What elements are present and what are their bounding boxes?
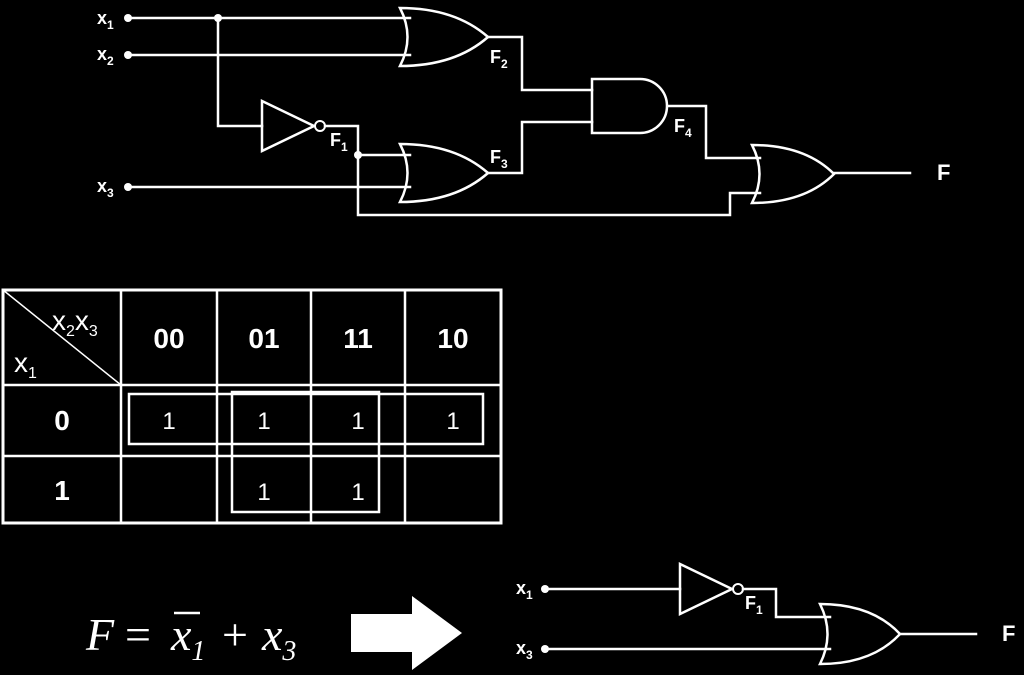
kmap-cell: 1 — [351, 408, 364, 435]
wire-f1-to-or3 — [356, 153, 762, 217]
kmap-col-header: 00 — [153, 323, 184, 354]
equation-lhs: F — [85, 609, 115, 660]
kmap-cell: 1 — [257, 479, 270, 506]
kmap-cell: 1 — [446, 408, 459, 435]
wire-f4 — [666, 104, 762, 160]
kmap-col-header: 01 — [248, 323, 279, 354]
node-f1-label: F1 — [330, 130, 348, 154]
not-gate-1 — [260, 99, 317, 153]
input-x1-label: x1 — [97, 8, 114, 32]
node-f3-label: F3 — [490, 147, 508, 171]
kmap-corner-diagonal — [1, 288, 123, 387]
or-gate-3 — [749, 143, 836, 205]
c2-not-gate — [678, 562, 735, 616]
or-gate-1 — [397, 6, 490, 68]
arrow-icon — [351, 596, 462, 670]
kmap-group-row0 — [127, 392, 485, 446]
kmap-column-lines — [119, 288, 407, 525]
input-x3-label: x3 — [97, 176, 114, 200]
kmap-row-variable: x1 — [14, 347, 37, 382]
kmap-row-header: 1 — [54, 475, 70, 506]
wire-x1-to-not — [216, 16, 264, 128]
c2-node-f1-label: F1 — [745, 593, 763, 617]
c2-not-gate-bubble — [732, 583, 744, 595]
wire-f1 — [323, 124, 360, 157]
kmap-border — [1, 288, 503, 525]
kmap-cell: 1 — [162, 408, 175, 435]
equation-equals: = — [125, 609, 151, 660]
equation-term1: x1 — [170, 609, 205, 667]
kmap-row-lines — [1, 383, 503, 458]
c2-wire-f1 — [741, 587, 832, 619]
c2-input-x1-label: x1 — [516, 578, 533, 602]
circuit-2: x1 x3 F1 F — [516, 562, 1015, 666]
boolean-equation: F = x1 + x3 — [85, 609, 296, 667]
c2-output-f-label: F — [1002, 621, 1015, 646]
karnaugh-map: x2x3 x1 00 01 11 10 0 1 1 1 1 1 1 1 — [1, 288, 503, 525]
kmap-row-header: 0 — [54, 405, 70, 436]
c2-or-gate — [817, 602, 902, 666]
not-gate-1-bubble — [314, 120, 326, 132]
kmap-col-variables: x2x3 — [52, 305, 98, 340]
wire-f3 — [486, 120, 594, 175]
node-f4-label: F4 — [674, 116, 692, 140]
or-gate-2 — [397, 142, 490, 204]
equation-term2: x3 — [261, 609, 296, 667]
kmap-group-x3 — [230, 390, 381, 514]
and-gate-1 — [590, 77, 669, 135]
kmap-col-header: 11 — [343, 323, 373, 354]
node-f2-label: F2 — [490, 47, 508, 71]
output-f-label: F — [937, 160, 950, 185]
equation-plus: + — [222, 609, 248, 660]
wire-f2 — [486, 35, 594, 92]
kmap-cell: 1 — [351, 479, 364, 506]
kmap-col-header: 10 — [437, 323, 468, 354]
c2-input-x3-label: x3 — [516, 638, 533, 662]
kmap-cell: 1 — [257, 408, 270, 435]
circuit-1: x1 x2 x3 F1 F2 F3 F4 — [97, 6, 950, 217]
input-x2-label: x2 — [97, 44, 114, 68]
